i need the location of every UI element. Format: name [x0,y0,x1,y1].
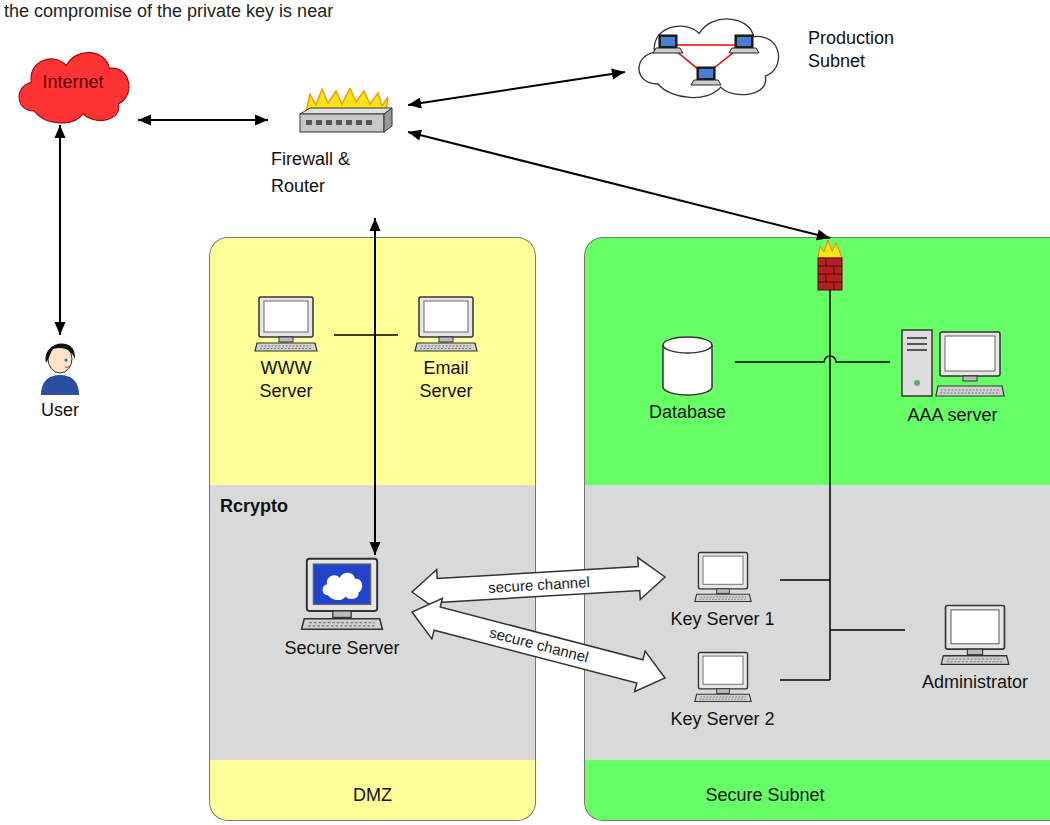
rcrypto-band: RcryptoSecure Server [210,485,535,760]
database: Database [640,335,735,447]
secure-channel-arrow [412,558,665,612]
firewall-router-icon [296,88,396,138]
fat-arrow [412,598,665,692]
network-link [370,218,381,555]
network-link [408,130,830,240]
link-line [408,132,830,238]
dmz-region: DMZ WWW Server Email ServerRcryptoSecure S… [210,238,535,820]
arrowhead [255,115,268,126]
note-wrap: the compromise of the private key is nea… [4,1,333,22]
arrowhead [408,130,422,141]
production-subnet: Production Subnet [625,5,955,105]
firewall-router: Firewall & Router [268,88,408,218]
caption-note: the compromise of the private key is nea… [4,1,333,22]
link-line [374,218,376,555]
arrowhead [55,125,66,138]
production-cloud [625,5,790,100]
bus-wire [780,579,830,581]
key-server: Key Server 2 [665,650,780,742]
link-line [408,72,625,105]
computer-icon [253,295,319,353]
node-label: Secure Subnet [705,784,824,807]
email-server: Email Server [398,295,494,407]
node-label: Administrator [922,671,1028,694]
node-label: Production Subnet [808,27,908,72]
database-icon [660,335,715,397]
node-label: Rcrypto [220,495,288,518]
bus-wire [780,679,830,681]
node-label: Database [649,401,726,424]
network-link [735,356,890,362]
computer-icon [413,295,479,353]
fat-arrow [412,558,665,612]
computer-icon [693,650,753,704]
arrowhead [816,229,830,240]
brick-lines [818,258,842,290]
subnet-bus [780,290,905,680]
arrowhead [408,98,422,109]
administrator-station: Administrator [905,603,1045,718]
arrowhead [370,218,381,231]
node-label: Firewall & Router [271,146,351,200]
bus-wire [830,629,905,631]
network-link [334,335,398,336]
node-label: Key Server 2 [670,708,774,731]
secure-server-icon [299,555,385,633]
node-label: User [41,399,79,422]
node-label: Internet [42,71,103,94]
secure-server: Secure Server [272,555,412,685]
user-figure: User [25,335,95,430]
network-link [138,115,268,126]
subnet-firewall [818,240,842,290]
arrowhead [370,542,381,555]
link-line [735,356,890,362]
secure-channel-arrow [412,598,665,692]
internet-cloud: Internet [8,40,138,125]
computer-icon [693,550,753,604]
aaa-server: AAA server [890,328,1015,448]
arrowhead [611,69,625,80]
aaa-server-icon [900,328,1005,400]
node-label: WWW Server [238,357,334,402]
computer-icon [939,603,1011,667]
firewall-flame [818,240,842,258]
key-server: Key Server 1 [665,550,780,642]
firewall-brick [818,258,842,290]
bus-wire [829,290,831,680]
arrowhead [55,322,66,335]
node-label: Email Server [398,357,494,402]
user-icon [35,335,85,395]
node-label: Secure Server [284,637,399,660]
network-link [408,69,625,109]
link-line [138,119,268,121]
node-label: AAA server [907,404,997,427]
node-label: Key Server 1 [670,608,774,631]
link-line [334,334,398,336]
www-server: WWW Server [238,295,334,407]
node-label: DMZ [353,784,392,807]
arrowhead [138,115,151,126]
link-line [59,125,61,335]
secure-subnet-region: Secure Subnet Database AAA serverKey Serve… [585,238,1050,820]
network-link [55,125,66,335]
